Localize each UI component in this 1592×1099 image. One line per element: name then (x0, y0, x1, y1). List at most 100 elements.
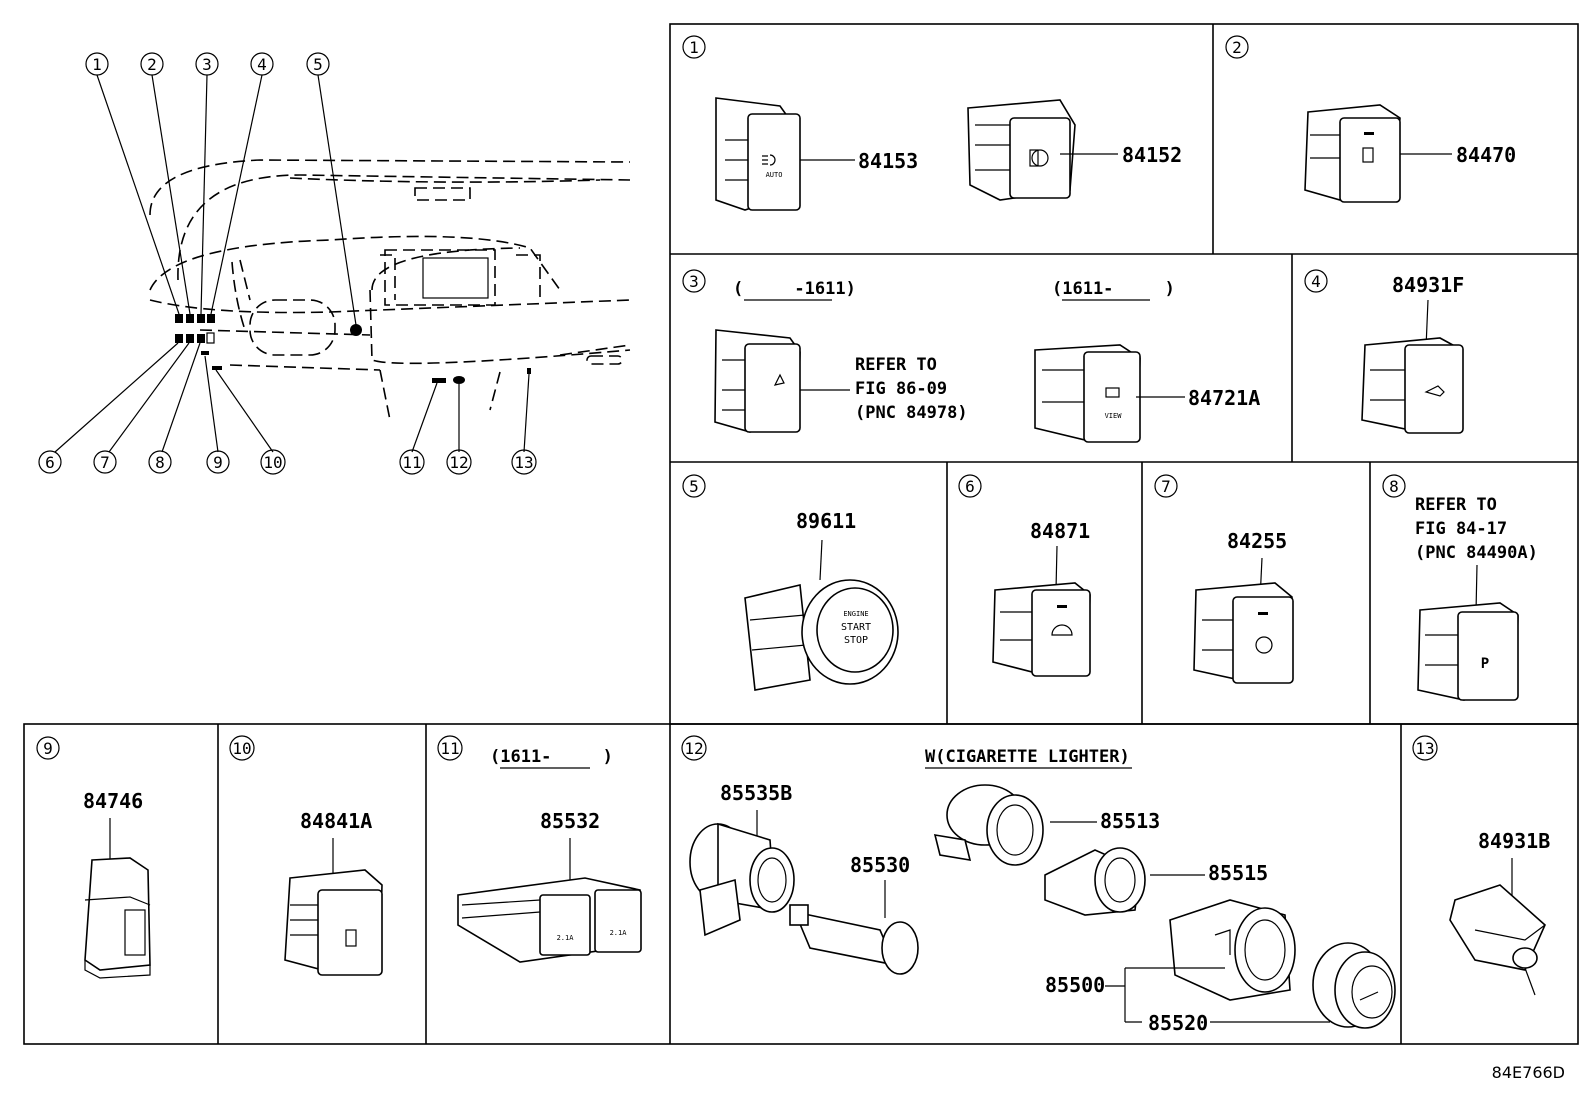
refer-to-line2: FIG 84-17 (1415, 519, 1507, 539)
switch-84255[interactable] (1193, 582, 1294, 684)
date-range-left: ( -1611) (733, 279, 856, 299)
part-84152: 84152 (1122, 143, 1182, 167)
figure-code: 84E766D (1492, 1063, 1565, 1082)
overview-callout-1[interactable]: 1 (85, 52, 109, 76)
date-range: (1611- ) (490, 747, 613, 767)
ring-85513[interactable] (933, 784, 1044, 866)
cap-85530[interactable] (789, 904, 919, 975)
overview-callout-3[interactable]: 3 (195, 52, 219, 76)
overview-callout-11[interactable]: 11 (399, 449, 425, 475)
svg-text:13: 13 (514, 453, 533, 472)
switch-84841A[interactable] (284, 869, 383, 976)
lighter-85520[interactable] (1312, 942, 1396, 1029)
part-84153: 84153 (858, 149, 918, 173)
panel-3: 3 ( -1611) (1611- ) REFER TO FIG 86-09 (… (682, 269, 1260, 443)
overview-callout-5[interactable]: 5 (306, 52, 330, 76)
switch-ref-84978[interactable] (714, 329, 801, 433)
refer-to-line1: REFER TO (855, 355, 937, 375)
stop-label: STOP (844, 635, 868, 646)
panel-10: 10 84841A (229, 735, 383, 976)
part-85535B: 85535B (720, 781, 792, 805)
panel-3-number: 3 (689, 272, 699, 291)
switch-84931B[interactable] (1449, 884, 1546, 996)
svg-text:7: 7 (100, 453, 110, 472)
panel-13: 13 84931B (1412, 735, 1550, 996)
cigarette-lighter-title: W(CIGARETTE LIGHTER) (925, 747, 1130, 767)
socket-85535B[interactable] (689, 822, 795, 937)
dashboard-overview: 1 2 3 4 5 6 7 8 9 10 11 12 13 (38, 52, 631, 475)
engine-label: ENGINE (843, 610, 868, 618)
part-84841A: 84841A (300, 809, 372, 833)
panel-8: 8 REFER TO FIG 84-17 (PNC 84490A) P (1382, 474, 1538, 701)
svg-text:12: 12 (449, 453, 468, 472)
svg-text:10: 10 (263, 453, 282, 472)
overview-callout-12[interactable]: 12 (446, 449, 472, 475)
overview-callout-2[interactable]: 2 (140, 52, 164, 76)
switch-84871[interactable] (992, 582, 1091, 677)
part-85515: 85515 (1208, 861, 1268, 885)
part-84255: 84255 (1227, 529, 1287, 553)
overview-callout-7[interactable]: 7 (93, 450, 117, 474)
socket-85515[interactable] (1044, 847, 1146, 916)
panel-10-number: 10 (232, 739, 251, 758)
svg-text:11: 11 (402, 453, 421, 472)
part-85530: 85530 (850, 853, 910, 877)
overview-callout-13[interactable]: 13 (511, 449, 537, 475)
part-89611: 89611 (796, 509, 856, 533)
panel-12-number: 12 (684, 739, 703, 758)
svg-text:8: 8 (155, 453, 165, 472)
refer-to-line3: (PNC 84490A) (1415, 543, 1538, 563)
overview-callout-10[interactable]: 10 (260, 449, 286, 475)
part-84931F: 84931F (1392, 273, 1464, 297)
part-84470: 84470 (1456, 143, 1516, 167)
panel-6-number: 6 (965, 477, 975, 496)
parking-label: P (1481, 656, 1489, 672)
part-85500: 85500 (1045, 973, 1105, 997)
switch-84470[interactable] (1304, 104, 1401, 203)
switch-ref-84490A[interactable]: P (1417, 602, 1519, 701)
panel-4: 4 84931F (1304, 269, 1464, 434)
refer-to-line3: (PNC 84978) (855, 403, 968, 423)
switch-84152[interactable] (967, 99, 1076, 201)
part-84871: 84871 (1030, 519, 1090, 543)
overview-callout-4[interactable]: 4 (250, 52, 274, 76)
panel-11-number: 11 (440, 739, 459, 758)
panel-11: 11 (1611- ) 85532 2.1A 2.1A (437, 735, 642, 963)
part-85520: 85520 (1148, 1011, 1208, 1035)
view-label: VIEW (1105, 412, 1123, 420)
amp-label-1: 2.1A (557, 934, 575, 942)
panel-12: 12 W(CIGARETTE LIGHTER) 85535B 85530 855… (681, 735, 1396, 1035)
overview-callout-8[interactable]: 8 (148, 450, 172, 474)
svg-text:5: 5 (313, 55, 323, 74)
panel-13-number: 13 (1415, 739, 1434, 758)
overview-callout-6[interactable]: 6 (38, 450, 62, 474)
svg-text:6: 6 (45, 453, 55, 472)
panel-8-number: 8 (1389, 477, 1399, 496)
socket-85500[interactable] (1169, 899, 1296, 1001)
start-label: START (841, 622, 871, 633)
svg-text:2: 2 (147, 55, 157, 74)
usb-charger-85532[interactable]: 2.1A 2.1A (457, 877, 642, 963)
svg-text:9: 9 (213, 453, 223, 472)
overview-callout-9[interactable]: 9 (206, 450, 230, 474)
panel-1-number: 1 (689, 38, 699, 57)
panel-1: 1 AUTO 84153 84152 (682, 35, 1182, 211)
switch-84721A[interactable]: VIEW (1034, 344, 1141, 443)
engine-start-stop-button[interactable]: ENGINE START STOP (744, 579, 899, 691)
connector-84746[interactable] (84, 857, 151, 979)
part-84746: 84746 (83, 789, 143, 813)
part-84721A: 84721A (1188, 386, 1260, 410)
panel-9: 9 84746 (36, 736, 151, 979)
refer-to-line2: FIG 86-09 (855, 379, 947, 399)
panel-7: 7 84255 (1154, 474, 1294, 684)
switch-84931F[interactable] (1361, 337, 1464, 434)
part-84931B: 84931B (1478, 829, 1550, 853)
switch-84153[interactable]: AUTO (715, 97, 801, 211)
refer-to-line1: REFER TO (1415, 495, 1497, 515)
panel-5: 5 89611 ENGINE START STOP (682, 474, 899, 691)
panel-6: 6 84871 (958, 474, 1091, 677)
panel-9-number: 9 (43, 739, 53, 758)
panel-4-number: 4 (1311, 272, 1321, 291)
panel-5-number: 5 (689, 477, 699, 496)
auto-label: AUTO (766, 171, 783, 179)
